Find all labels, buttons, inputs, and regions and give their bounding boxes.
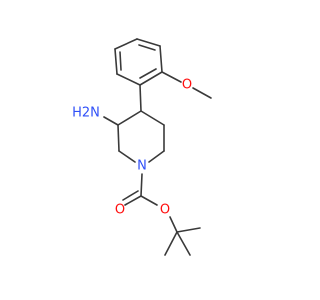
bond-ar1 xyxy=(136,38,161,47)
bond-ar-double-3 xyxy=(119,51,122,71)
ester-oxygen-label: O xyxy=(160,203,170,218)
methoxy-group xyxy=(161,71,212,99)
amine-label: H2N xyxy=(72,106,100,121)
bond-ar5 xyxy=(114,48,118,75)
bond-c3-amine xyxy=(103,116,119,126)
bond-c3-c2 xyxy=(117,124,120,152)
bond-ar-o xyxy=(161,71,182,83)
bond-ctert-me2 xyxy=(176,227,201,233)
bond-co-double-b xyxy=(122,190,139,201)
boc-group xyxy=(122,173,201,256)
bond-ar-double-2 xyxy=(139,68,157,79)
bond-c5-c4 xyxy=(140,110,165,126)
bond-o-ch3 xyxy=(192,87,212,99)
piperidine-ring xyxy=(117,110,165,163)
bond-ar4 xyxy=(116,73,141,86)
bond-ar-double-1 xyxy=(138,44,156,51)
bond-n1-carbonyl xyxy=(140,173,143,197)
bond-ar2 xyxy=(159,45,163,73)
bond-n1-c6 xyxy=(148,150,165,163)
bond-co-double-a xyxy=(124,195,142,206)
bond-aryl-c4 xyxy=(139,84,142,112)
benzene-ring xyxy=(114,38,163,86)
bond-c-oester xyxy=(140,195,158,206)
carbonyl-oxygen-label: O xyxy=(115,203,125,218)
bond-oester-ctert xyxy=(169,216,178,233)
structure-diagram: H2N O N O O xyxy=(72,38,212,256)
bond-ctert-me1 xyxy=(164,231,178,256)
methoxy-oxygen-label: O xyxy=(182,78,192,93)
bond-ar3 xyxy=(139,71,163,86)
structure-canvas: H2N O N O O xyxy=(72,38,212,256)
bond-c4-c3 xyxy=(117,110,142,126)
ring-nitrogen-label: N xyxy=(137,159,147,174)
bond-ctert-me3 xyxy=(176,231,191,256)
bond-c2-n1 xyxy=(118,150,136,163)
bond-ar6 xyxy=(114,38,138,50)
